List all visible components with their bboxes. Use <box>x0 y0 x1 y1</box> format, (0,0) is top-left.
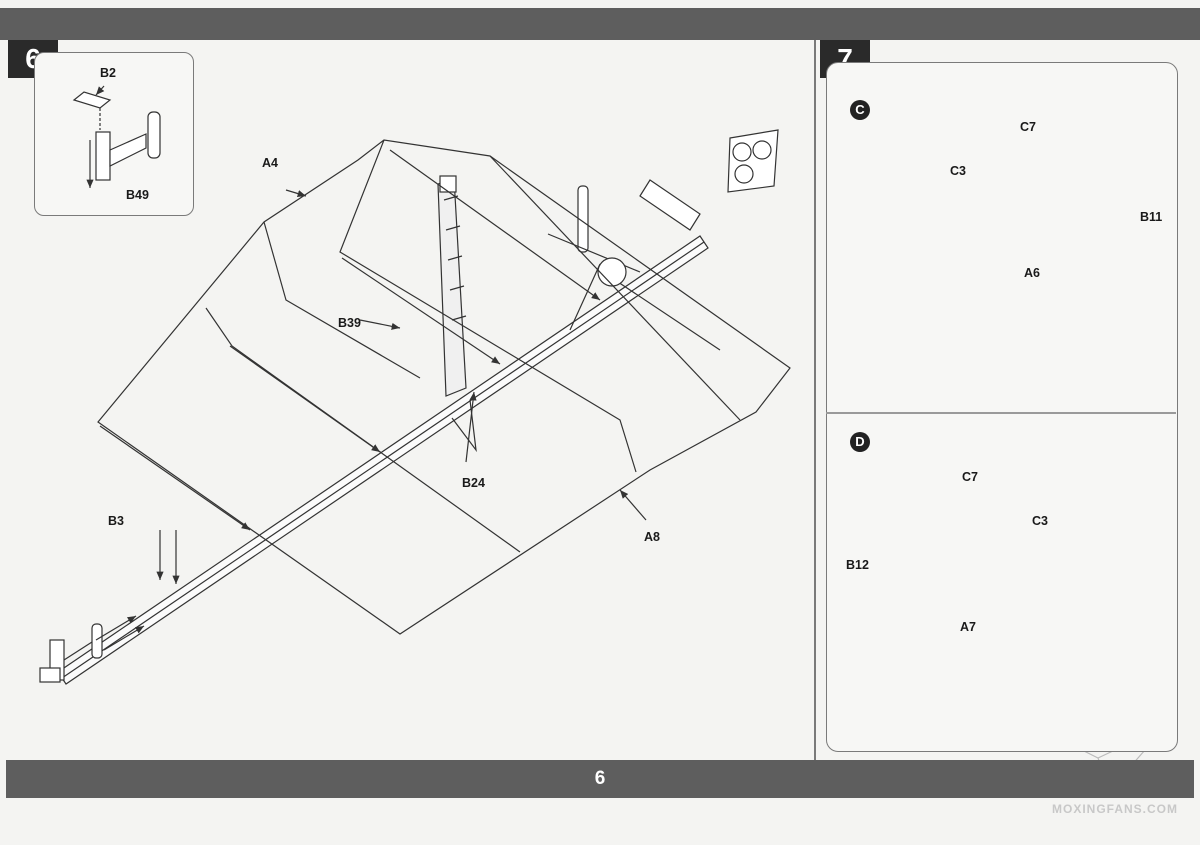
step-divider <box>814 40 816 760</box>
label-b49: B49 <box>126 188 149 202</box>
main-boom <box>57 235 709 685</box>
label-c3-upper: C3 <box>950 164 966 178</box>
label-b39: B39 <box>338 316 361 330</box>
inset-part-b2 <box>72 85 112 109</box>
label-a7: A7 <box>960 620 976 634</box>
top-bar <box>0 8 1200 40</box>
view-d-badge: D <box>850 432 870 452</box>
label-a6: A6 <box>1024 266 1040 280</box>
label-a4: A4 <box>262 156 278 170</box>
inset-part-b49 <box>86 108 161 188</box>
watermark-text: MOXINGFANS.COM <box>1051 802 1178 816</box>
label-b11: B11 <box>1140 210 1163 224</box>
vertical-mast <box>437 175 467 397</box>
view-c-badge: C <box>850 100 870 120</box>
label-b3: B3 <box>108 514 124 528</box>
step-7-panel <box>826 62 1178 752</box>
label-b12: B12 <box>846 558 869 572</box>
label-a8: A8 <box>644 530 660 544</box>
panel-separator <box>826 412 1176 414</box>
label-b24: B24 <box>462 476 485 490</box>
bottom-bar: 6 <box>6 760 1194 798</box>
label-b2: B2 <box>100 66 116 80</box>
net-frame <box>97 139 791 635</box>
front-fitting <box>39 623 103 683</box>
label-c7-lower: C7 <box>962 470 978 484</box>
step-6-inset <box>34 52 194 216</box>
page-number: 6 <box>594 768 606 789</box>
label-c7-upper: C7 <box>1020 120 1036 134</box>
rear-head <box>547 129 779 351</box>
label-c3-lower: C3 <box>1032 514 1048 528</box>
